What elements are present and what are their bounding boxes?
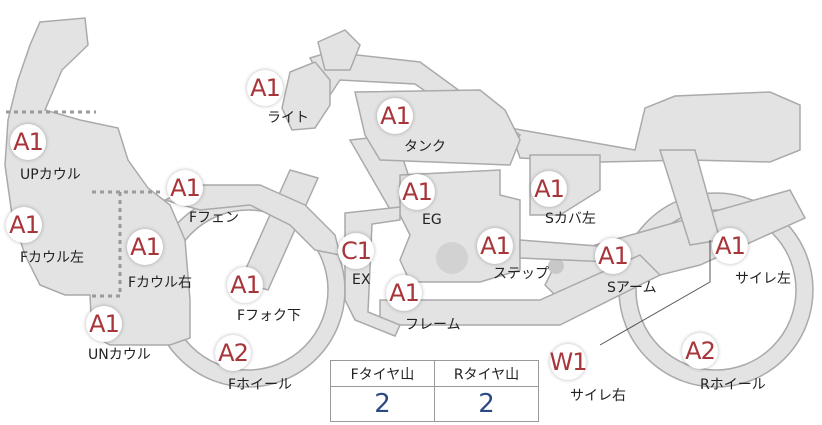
f-wheel-label: Fホイール [228, 377, 293, 393]
muffler-right-grade-badge: W1 [550, 344, 588, 380]
f-fender-grade-badge: A1 [167, 170, 203, 206]
up-cowl-label: UPカウル [20, 167, 81, 183]
s-arm-label: Sアーム [607, 280, 657, 296]
tire-tread-table: Fタイヤ山 Rタイヤ山 2 2 [330, 360, 539, 422]
r-wheel-label: Rホイール [700, 377, 766, 393]
un-cowl-label: UNカウル [88, 347, 151, 363]
front-tread-header: Fタイヤ山 [330, 360, 435, 387]
un-cowl-grade-badge: A1 [86, 306, 122, 342]
tank-label: タンク [404, 139, 446, 155]
f-cowl-right-grade-badge: A1 [127, 229, 163, 265]
muffler-left-label: サイレ左 [735, 271, 791, 287]
step-grade-badge: A1 [477, 228, 513, 264]
f-cowl-right-label: Fカウル右 [128, 275, 193, 291]
headlight-shape [281, 61, 331, 131]
f-fender-label: Fフェン [189, 210, 240, 226]
muffler-right-label: サイレ右 [570, 388, 626, 404]
front-tread-value: 2 [330, 386, 435, 422]
f-fork-lower-grade-badge: A1 [227, 267, 263, 303]
up-cowl-grade-badge: A1 [10, 124, 46, 160]
rear-tread-header: Rタイヤ山 [434, 360, 539, 387]
step-label: ステップ [493, 266, 549, 282]
f-fork-lower-label: Fフォク下 [237, 308, 302, 324]
f-cowl-left-label: Fカウル左 [20, 250, 85, 266]
seat-shape [508, 91, 801, 163]
frame-label: フレーム [405, 317, 461, 333]
tank-grade-badge: A1 [377, 98, 413, 134]
f-cowl-left-grade-badge: A1 [6, 207, 42, 243]
muffler-left-grade-badge: A1 [712, 228, 748, 264]
engine-grade-badge: A1 [399, 174, 435, 210]
engine-label: EG [422, 212, 442, 228]
r-wheel-grade-badge: A2 [682, 333, 718, 369]
exhaust-label: EX [352, 272, 371, 288]
light-label: ライト [267, 110, 309, 126]
s-arm-grade-badge: A1 [595, 238, 631, 274]
light-grade-badge: A1 [247, 70, 283, 106]
s-cover-left-grade-badge: A1 [531, 171, 567, 207]
s-cover-left-label: Sカバ左 [545, 211, 596, 227]
exhaust-grade-badge: C1 [338, 233, 374, 269]
frame-grade-badge: A1 [386, 275, 422, 311]
rear-tread-value: 2 [434, 386, 539, 422]
fork-shape [238, 169, 320, 291]
f-wheel-grade-badge: A2 [215, 335, 251, 371]
